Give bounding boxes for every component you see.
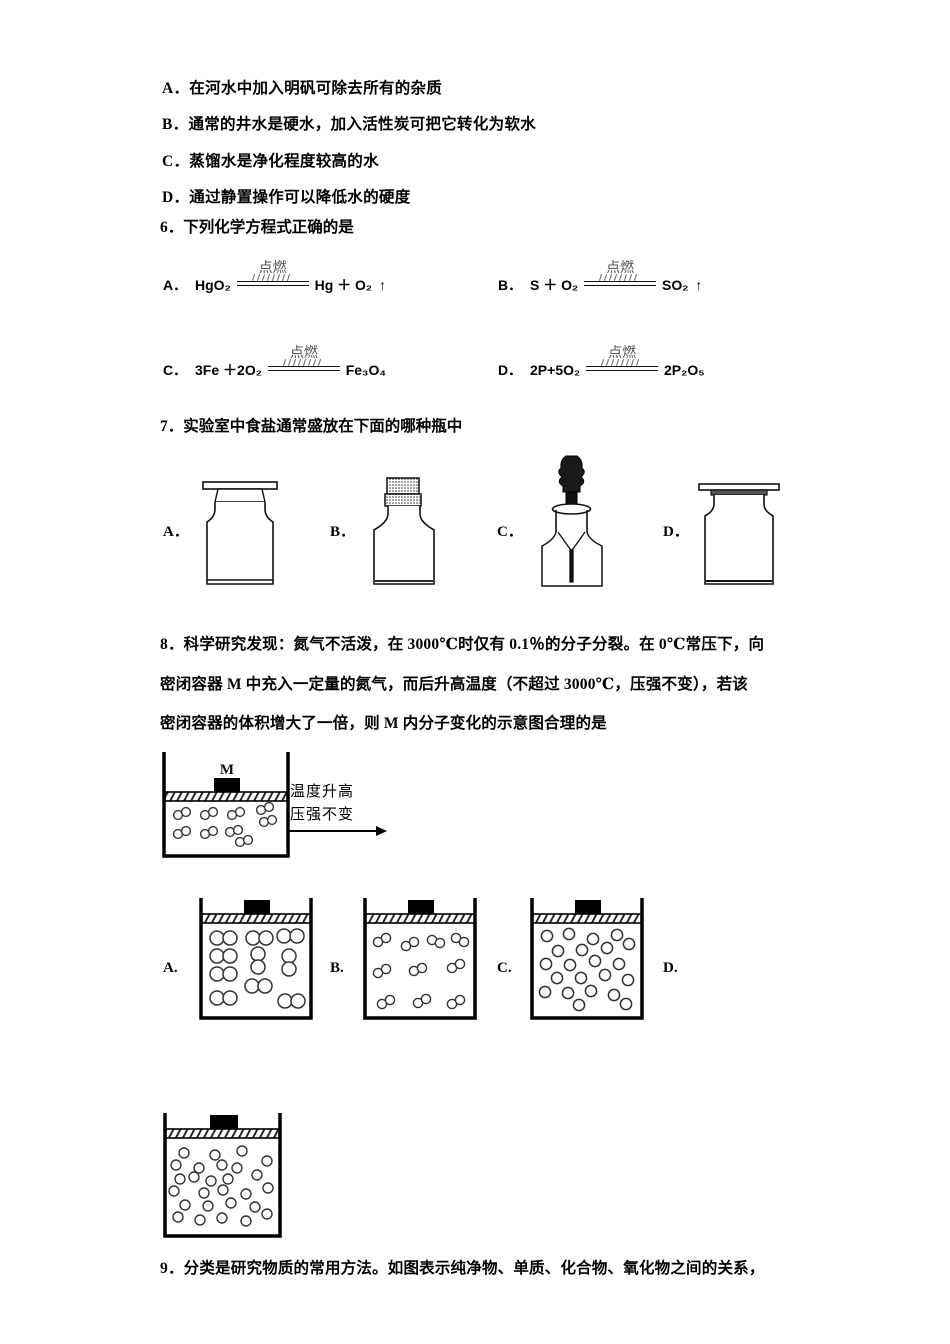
q6-option-b: B． S ＋ O₂ 点燃 SO₂ ↑ [498,261,703,298]
diatomic-molecules [172,801,278,848]
q5-option-b-text: 通常的井水是硬水，加入活性炭可把它转化为软水 [188,116,537,133]
q6-option-a-condition: 点燃 [258,261,287,276]
q6-option-c-condition: 点燃 [289,346,318,361]
q8-option-b-diagram [363,898,477,1020]
q8-option-d-letter: D. [663,960,678,976]
q6-option-d-condition: 点燃 [608,346,637,361]
q9-stem: 9．分类是研究物质的常用方法。如图表示纯净物、单质、化合物、氧化物之间的关系， [160,1260,765,1277]
q5-option-a: A．在河水中加入明矾可除去所有的杂质 [162,76,442,98]
q7-stem: 7．实验室中食盐通常盛放在下面的哪种瓶中 [160,418,463,435]
piston-label-m: M [220,762,234,778]
q6-option-a-gas-marker: ↑ [379,277,387,293]
reaction-arrow-icon: 点燃 [267,346,340,383]
q6-option-c-left: 3Fe ＋2O₂ [195,362,262,378]
q8-stem-line-3: 密闭容器的体积增大了一倍，则 M 内分子变化的示意图合理的是 [160,715,607,732]
q7-option-a-letter: A． [163,524,189,540]
q6-option-d-letter: D． [498,362,523,378]
narrow-mouth-bottle-with-cork-icon [373,477,435,585]
q6-option-c-right: Fe₃O₄ [345,362,387,378]
q8-stem-line-1: 8．科学研究发现：氮气不活泼，在 3000℃时仅有 0.1％的分子分裂。在 0℃… [160,636,765,653]
q5-option-d: D．通过静置操作可以降低水的硬度 [162,185,411,207]
q8-option-a-diagram [199,898,313,1020]
q8-annotation-line-1: 温度升高 [290,784,355,800]
q8-option-a-letter: A. [163,960,178,976]
q6-option-b-right: SO₂ [662,277,689,293]
q5-option-a-text: 在河水中加入明矾可除去所有的杂质 [189,80,443,97]
q6-option-a-letter: A． [163,277,188,293]
q6-option-a-left: HgO₂ [195,277,231,293]
q8-option-b-letter: B. [330,960,344,976]
reaction-arrow-icon: 点燃 [236,261,309,298]
q6-option-d-left: 2P+5O₂ [530,362,581,378]
q5-option-c-text: 蒸馏水是净化程度较高的水 [189,153,379,170]
q5-option-d-text: 通过静置操作可以降低水的硬度 [189,189,411,206]
q5-option-c-letter: C． [162,153,190,170]
q6-option-b-letter: B． [498,277,523,293]
q6-option-c-letter: C． [163,362,188,378]
q8-annotation-line-2: 压强不变 [290,807,355,823]
dropper-bottle-with-pipette-icon [541,455,603,587]
q7-option-b-letter: B． [330,524,356,540]
q6-stem: 6．下列化学方程式正确的是 [160,219,354,236]
q7-option-c-letter: C． [497,524,523,540]
q6-option-a-right: Hg ＋ O₂ [314,277,373,293]
q6-option-c: C． 3Fe ＋2O₂ 点燃 Fe₃O₄ [163,346,393,383]
q5-option-b-letter: B． [162,116,189,133]
q6-option-b-condition: 点燃 [606,261,635,276]
reaction-arrow-icon: 点燃 [586,346,659,383]
wide-mouth-bottle-with-flat-lid-icon [202,481,278,585]
q6-option-d: D． 2P+5O₂ 点燃 2P₂O₅ [498,346,712,383]
q6-option-b-gas-marker: ↑ [695,277,703,293]
q8-option-c-diagram [530,898,644,1020]
q6-option-a: A． HgO₂ 点燃 Hg ＋ O₂ ↑ [163,261,387,298]
q5-option-a-letter: A． [162,80,190,97]
q5-option-d-letter: D． [162,189,190,206]
q5-option-c: C．蒸馏水是净化程度较高的水 [162,149,379,171]
q5-option-b: B．通常的井水是硬水，加入活性炭可把它转化为软水 [162,112,536,134]
process-arrow-icon [288,826,387,836]
q6-option-b-left: S ＋ O₂ [530,277,579,293]
q8-option-d-diagram [163,1113,282,1238]
q6-option-d-right: 2P₂O₅ [664,362,705,378]
q8-option-c-letter: C. [497,960,512,976]
q7-option-d-letter: D． [663,524,689,540]
q8-stem-line-2: 密闭容器 M 中充入一定量的氮气，而后升高温度（不超过 3000℃，压强不变），… [160,676,748,693]
initial-container-diagram: M [162,752,290,858]
wide-mouth-bottle-plain-icon [698,483,780,585]
reaction-arrow-icon: 点燃 [584,261,657,298]
